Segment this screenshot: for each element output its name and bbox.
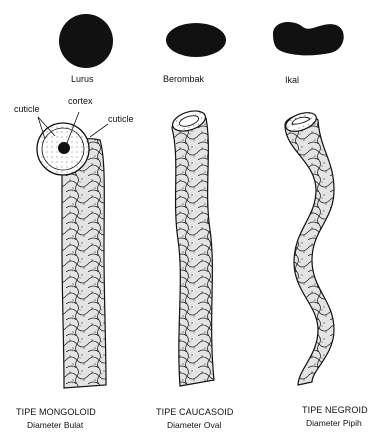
cortex-label: cortex [68, 96, 93, 106]
caucasoid-hair-illustration [170, 107, 214, 386]
straight-hair-shaft [62, 139, 106, 388]
cross-section-label: Lurus [71, 74, 94, 84]
round-cross-section-icon [59, 14, 113, 68]
hair-type-name: TIPE MONGOLOID [16, 407, 96, 417]
hair-type-diameter: Diameter Pipih [306, 418, 362, 428]
cross-section-ikal [273, 22, 344, 55]
hair-type-diameter: Diameter Oval [167, 420, 221, 430]
medulla-core [58, 142, 70, 154]
curly-hair-shaft [285, 115, 334, 385]
cuticle-label: cuticle [108, 114, 134, 124]
kidney-cross-section-icon [273, 22, 344, 55]
hair-type-name: TIPE NEGROID [302, 405, 368, 415]
oval-cross-section-icon [166, 23, 226, 57]
cuticle-label: cuticle [14, 104, 40, 114]
negroid-hair-illustration [283, 109, 334, 385]
cross-section-label: Ikal [285, 75, 299, 85]
hair-type-diameter: Diameter Bulat [27, 420, 84, 430]
hair-type-name: TIPE CAUCASOID [156, 407, 234, 417]
cross-section-lurus [59, 14, 113, 68]
cross-section-label: Berombak [163, 74, 205, 84]
cross-section-berombak [166, 23, 226, 57]
mongoloid-hair-illustration [37, 112, 108, 388]
wavy-hair-shaft [172, 115, 214, 386]
